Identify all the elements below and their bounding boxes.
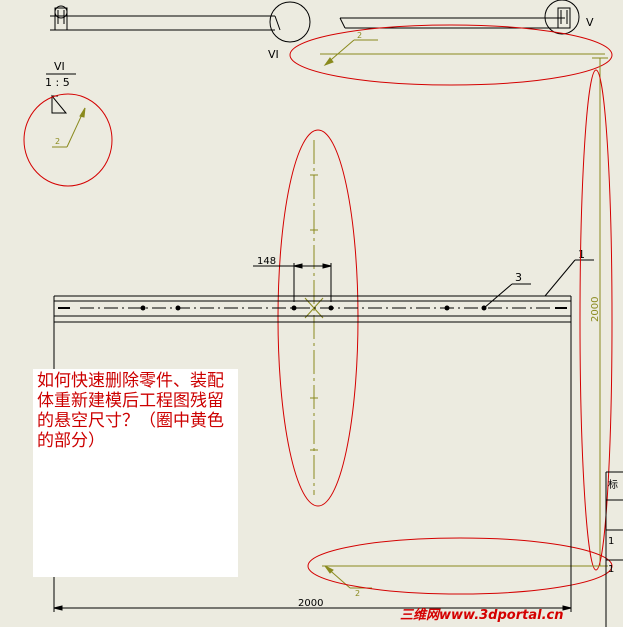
width-dimension-value: 2000 xyxy=(298,598,323,609)
question-note: 如何快速删除零件、装配体重新建模后工程图残留的悬空尺寸？（圈中黄色的部分） xyxy=(33,369,238,577)
dangling-weld-top[interactable] xyxy=(320,39,605,67)
detail-circle-v[interactable] xyxy=(544,0,580,35)
title-block-text-1: 标 xyxy=(608,480,618,491)
highlight-ellipse-centerline xyxy=(277,129,359,507)
detail-circle-vi[interactable] xyxy=(269,1,311,43)
balloon-1-leader xyxy=(544,259,594,297)
detail-profile xyxy=(51,94,68,114)
highlight-ellipse-bottom xyxy=(307,537,613,595)
dangling-weld-detail[interactable] xyxy=(52,107,86,148)
hole-spacing-value: 148 xyxy=(257,256,276,267)
weld-size-bottom: 2 xyxy=(355,589,360,598)
weld-size-top: 2 xyxy=(357,31,362,40)
view-label-vi: VI xyxy=(268,48,279,61)
balloon-1[interactable]: 1 xyxy=(578,248,585,261)
detail-view-name: VI xyxy=(54,60,65,73)
weld-size-detail: 2 xyxy=(55,137,60,146)
dangling-centerline[interactable] xyxy=(304,140,324,495)
site-watermark: 三维网www.3dportal.cn xyxy=(400,608,564,623)
view-label-v: V xyxy=(586,16,594,29)
highlight-ellipse-top xyxy=(289,24,613,86)
detail-view-scale: 1 : 5 xyxy=(45,76,70,89)
title-block-fragment xyxy=(605,471,623,627)
title-block-text-2: 1 xyxy=(608,536,615,547)
top-section-view xyxy=(50,5,281,31)
highlight-ellipse-detail xyxy=(23,93,113,187)
title-block-text-3: 1 xyxy=(608,564,615,575)
balloon-3-leader xyxy=(483,283,531,309)
height-dimension-value: 2000 xyxy=(590,297,601,322)
main-beam-view xyxy=(53,295,572,323)
balloon-3[interactable]: 3 xyxy=(515,271,522,284)
highlight-ellipse-right xyxy=(579,69,613,571)
dangling-weld-bottom[interactable] xyxy=(322,565,605,589)
hole-spacing-dimension[interactable] xyxy=(253,263,332,302)
